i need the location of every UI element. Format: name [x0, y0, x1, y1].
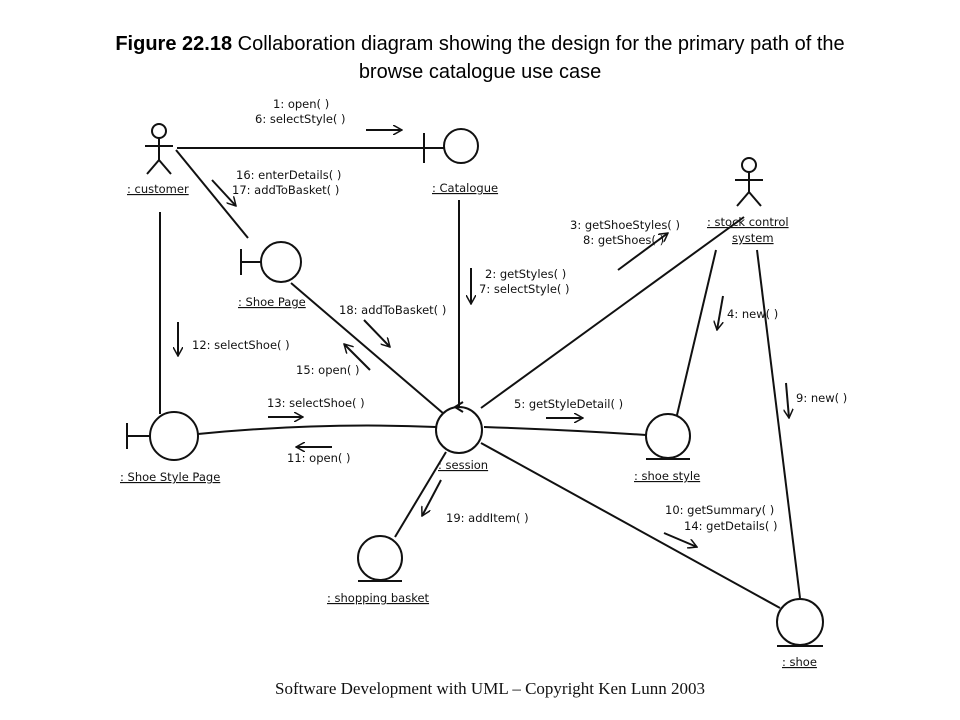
- message-10: 10: getSummary( ): [665, 503, 774, 517]
- link-session-shoppingbasket: [394, 451, 447, 538]
- message-17: 17: addToBasket( ): [232, 183, 339, 197]
- message-8: 8: getShoes( ): [583, 233, 664, 247]
- link-stockcontrol-shoe: [756, 249, 801, 599]
- message-labels: 1: open( ) 6: selectStyle( ) 16: enterDe…: [192, 97, 847, 533]
- shoe-style-label: : shoe style: [634, 469, 700, 483]
- link-shoepage-session: [290, 282, 445, 415]
- message-12: 12: selectShoe( ): [192, 338, 290, 352]
- message-1: 1: open( ): [273, 97, 329, 111]
- catalogue-label: : Catalogue: [432, 181, 498, 195]
- boundary-icon: [423, 128, 479, 164]
- link-session-stockcontrol: [480, 216, 745, 409]
- actor-customer: : customer: [127, 123, 189, 196]
- shoe-style-page-label: : Shoe Style Page: [120, 470, 220, 484]
- object-shoe: : shoe: [776, 598, 824, 669]
- entity-icon: [357, 535, 403, 582]
- entity-icon: [645, 413, 691, 460]
- control-icon: [435, 401, 483, 454]
- link-session-shoestyle: [483, 426, 647, 436]
- boundary-icon: [240, 241, 302, 283]
- message-13: 13: selectShoe( ): [267, 396, 365, 410]
- message-3: 3: getShoeStyles( ): [570, 218, 680, 232]
- stock-control-stick-figure-icon: [735, 157, 763, 207]
- customer-stick-figure-icon: [145, 123, 173, 175]
- message-18: 18: addToBasket( ): [339, 303, 446, 317]
- arrow-down-icon: [717, 295, 724, 330]
- message-2: 2: getStyles( ): [485, 267, 566, 281]
- actor-stock-control-system: : stock control system: [707, 157, 789, 245]
- arrow-down-right-icon: [663, 532, 697, 547]
- object-shoe-style: : shoe style: [634, 413, 700, 483]
- link-stockcontrol-shoestyle: [676, 249, 717, 416]
- customer-label: : customer: [127, 182, 189, 196]
- arrow-down-left-icon: [422, 479, 442, 516]
- figure-caption-line1: Collaboration diagram showing the design…: [237, 33, 845, 55]
- message-15: 15: open( ): [296, 363, 360, 377]
- message-arrows: [178, 130, 789, 547]
- link-shoestylepage-session: [197, 424, 437, 435]
- arrow-up-right-icon: [617, 233, 668, 271]
- shoe-page-label: : Shoe Page: [238, 295, 306, 309]
- message-16: 16: enterDetails( ): [236, 168, 341, 182]
- object-session: : session: [435, 401, 488, 472]
- message-4: 4: new( ): [727, 307, 778, 321]
- link-session-shoe: [480, 442, 781, 609]
- message-14: 14: getDetails( ): [684, 519, 778, 533]
- link-customer-shoepage: [175, 149, 249, 239]
- shopping-basket-label: : shopping basket: [327, 591, 430, 605]
- arrow-down-right-icon: [211, 179, 236, 206]
- arrow-down-icon: [786, 382, 789, 418]
- arrow-down-right-icon: [363, 319, 390, 347]
- message-11: 11: open( ): [287, 451, 351, 465]
- links: [159, 147, 801, 609]
- figure-caption-line2: browse catalogue use case: [358, 61, 602, 83]
- figure-title: Figure 22.18 Collaboration diagram showi…: [20, 30, 940, 86]
- object-shoe-style-page: : Shoe Style Page: [120, 411, 220, 484]
- copyright-footer: Software Development with UML – Copyrigh…: [275, 679, 705, 698]
- message-5: 5: getStyleDetail( ): [514, 397, 623, 411]
- message-6: 6: selectStyle( ): [255, 112, 346, 126]
- stock-control-label-line1: : stock control: [707, 215, 789, 229]
- arrow-up-left-icon: [344, 344, 371, 371]
- boundary-icon: [126, 411, 199, 461]
- message-7: 7: selectStyle( ): [479, 282, 570, 296]
- stock-control-label-line2: system: [732, 231, 774, 245]
- entity-icon: [776, 598, 824, 647]
- object-shoe-page: : Shoe Page: [238, 241, 306, 309]
- session-label: : session: [438, 458, 488, 472]
- message-9: 9: new( ): [796, 391, 847, 405]
- object-catalogue: : Catalogue: [423, 128, 498, 195]
- message-19: 19: addItem( ): [446, 511, 529, 525]
- figure-number: Figure 22.18: [115, 33, 233, 55]
- shoe-label: : shoe: [782, 655, 817, 669]
- object-shopping-basket: : shopping basket: [327, 535, 430, 605]
